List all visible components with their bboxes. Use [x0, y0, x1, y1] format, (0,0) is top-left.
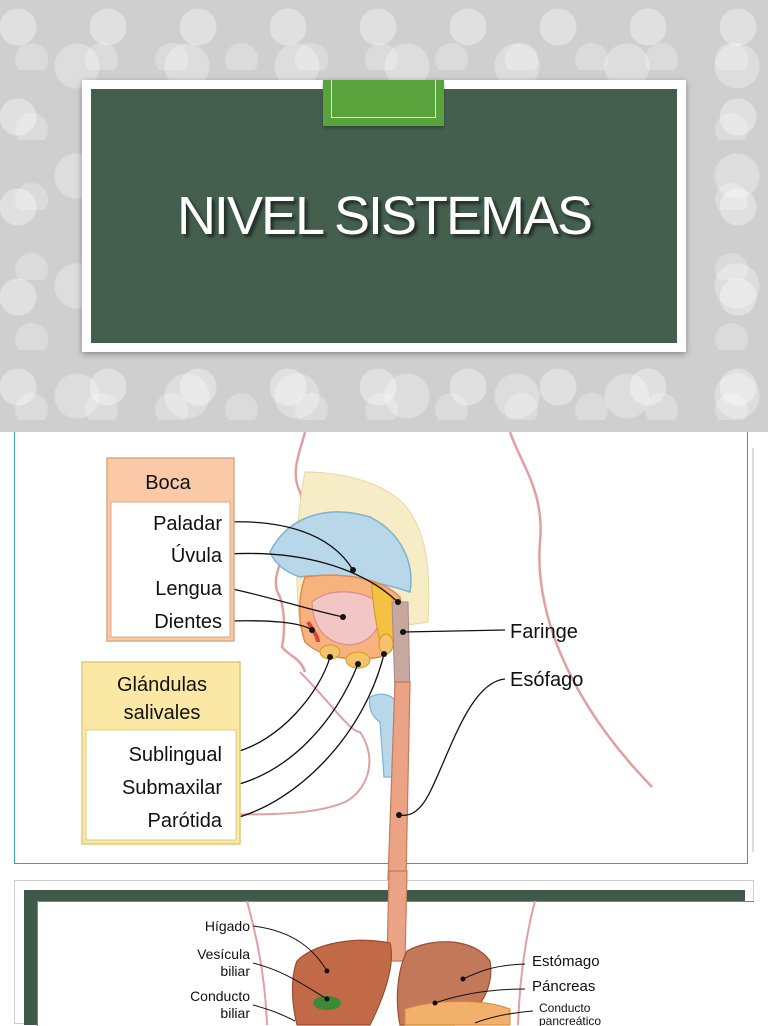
leader-lines [227, 521, 506, 820]
label-esofago: Esófago [510, 669, 583, 691]
head-outline [274, 431, 307, 673]
pharynx [391, 601, 411, 695]
label-faringe: Faringe [510, 621, 578, 643]
label-conducto-biliar: biliar [220, 1005, 250, 1021]
label-vesicula-biliar: biliar [220, 963, 250, 979]
title-tab-decoration [323, 80, 444, 126]
label-estomago: Estómago [532, 953, 600, 970]
label-vesicula: Vesícula [197, 946, 250, 962]
glandulas-header-line2: salivales [124, 702, 201, 724]
slide-title: NIVEL SISTEMAS [176, 186, 593, 246]
gallbladder [313, 996, 341, 1010]
label-sublingual: Sublingual [129, 744, 222, 766]
glandulas-header-line1: Glándulas [117, 674, 207, 696]
leader-dots [309, 567, 406, 818]
label-parotida: Parótida [148, 810, 223, 832]
trachea [368, 693, 397, 778]
mouth-slide-frame [14, 432, 748, 864]
glandulas-box: Glándulas salivales Sublingual Submaxila… [81, 661, 241, 845]
neck-back-outline [508, 431, 653, 788]
title-frame: NIVEL SISTEMAS [82, 80, 686, 352]
submaxilar-gland [345, 651, 371, 669]
mouth-slide-frame-shadow [752, 448, 754, 852]
boca-header: Boca [145, 472, 191, 494]
label-pancreas: Páncreas [532, 978, 595, 995]
label-conducto-pancreatico-2: pancreático [539, 1014, 601, 1026]
teeth [306, 620, 320, 643]
boca-box: Boca Paladar Úvula Lengua Dientes [106, 457, 235, 642]
title-slide: NIVEL SISTEMAS [0, 0, 768, 432]
digestive-diagram: Hígado Vesícula biliar Conducto biliar E… [190, 870, 601, 1026]
label-submaxilar: Submaxilar [122, 777, 222, 799]
title-panel: NIVEL SISTEMAS [91, 89, 677, 343]
mouth-slide: Boca Paladar Úvula Lengua Dientes Glándu… [0, 431, 768, 881]
mouth-diagram: Boca Paladar Úvula Lengua Dientes Glándu… [81, 431, 653, 881]
pancreas [404, 1001, 511, 1026]
label-uvula: Úvula [171, 544, 223, 567]
label-paladar: Paladar [153, 513, 222, 535]
title-tab-inner [331, 80, 436, 118]
parotida-gland [378, 633, 394, 655]
label-conducto: Conducto [190, 988, 250, 1004]
digest-leader-lines [252, 925, 534, 1024]
digest-leader-dots [324, 968, 466, 1006]
tongue [311, 591, 381, 646]
label-higado: Hígado [205, 918, 250, 934]
label-lengua: Lengua [155, 578, 223, 600]
label-dientes: Dientes [154, 611, 222, 633]
torso-right-outline [517, 900, 536, 1026]
label-conducto-pancreatico-1: Conducto [539, 1001, 591, 1015]
torso-left-outline [246, 900, 268, 1026]
digestive-slide: Hígado Vesícula biliar Conducto biliar E… [14, 870, 754, 1026]
liver [291, 939, 393, 1026]
